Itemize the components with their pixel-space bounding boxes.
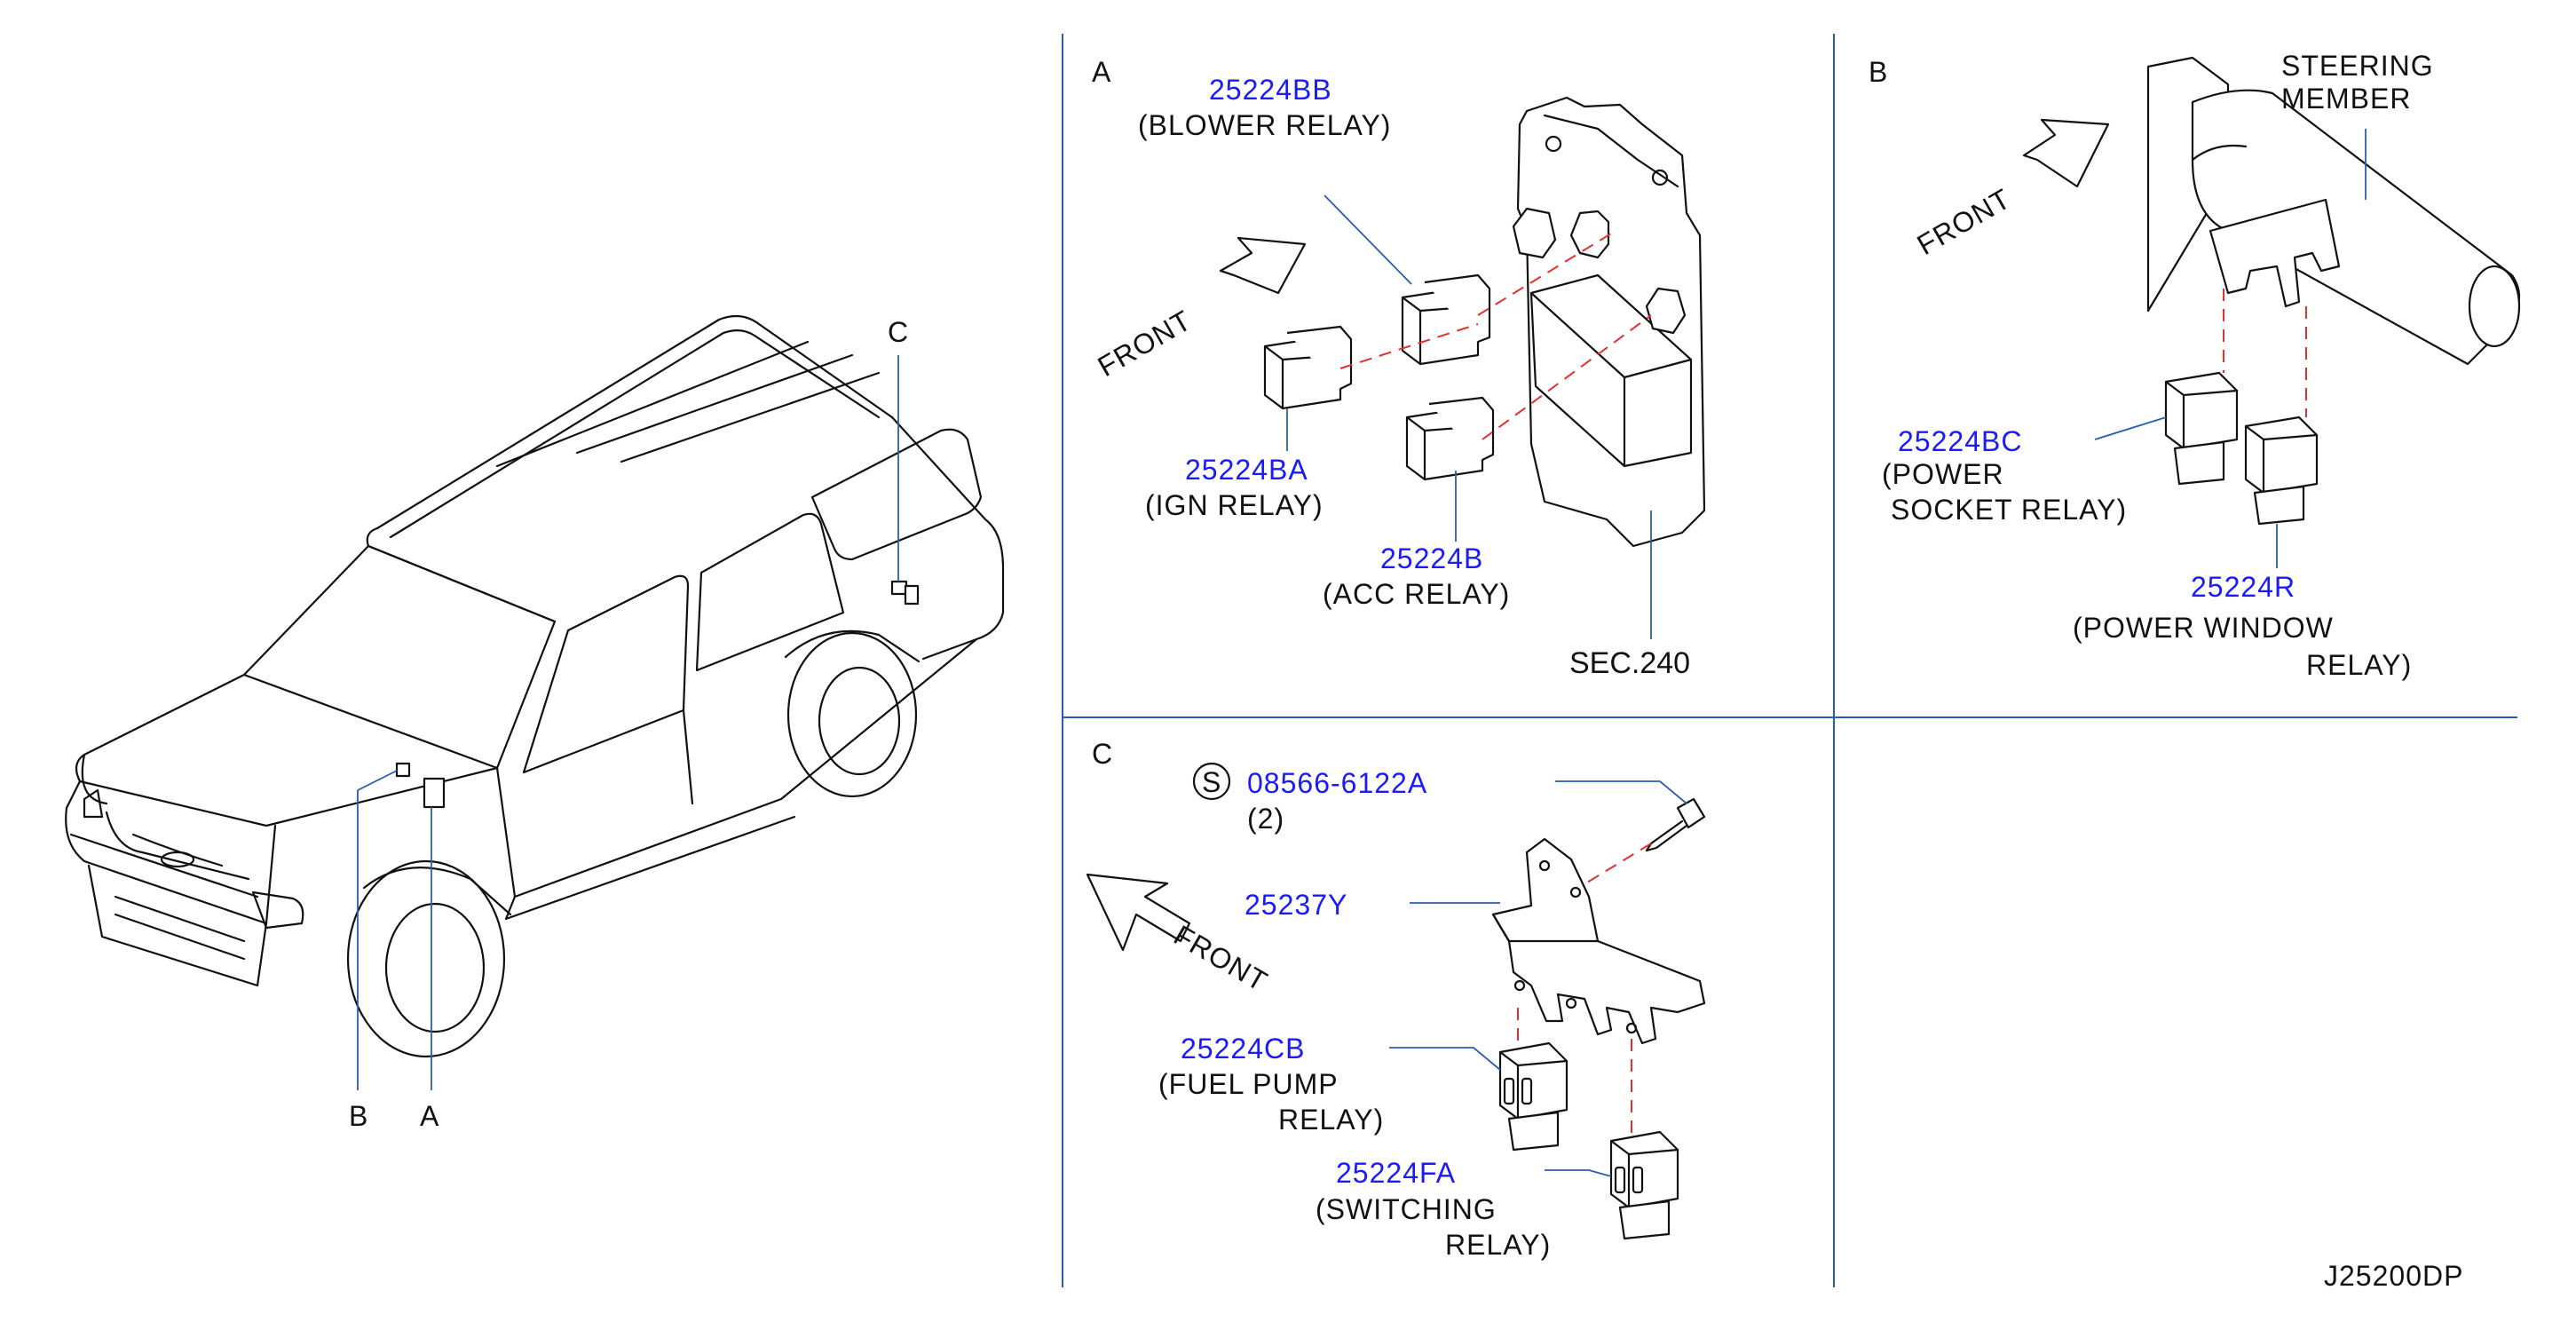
- window-relay-line1: (POWER WINDOW: [2073, 612, 2334, 644]
- section-c-panel: C FRONT S 08566-6122A (2) 25: [1086, 738, 1706, 1261]
- acc-relay-name: (ACC RELAY): [1323, 578, 1510, 610]
- sec-reference: SEC.240: [1569, 646, 1690, 680]
- switch-relay-line2: RELAY): [1445, 1229, 1551, 1261]
- section-a-front-label: FRONT: [1093, 304, 1197, 383]
- switch-relay-number: 25224FA: [1336, 1157, 1456, 1189]
- front-arrow-icon: [1086, 873, 1191, 952]
- section-b-letter: B: [1869, 56, 1888, 88]
- switch-leader: [1545, 1169, 1612, 1177]
- section-b-panel: B FRONT STEERING MEMBER 25224BC (POWER: [1869, 50, 2521, 681]
- vehicle-wheels: [346, 629, 921, 1058]
- panel-dividers: [1062, 34, 2517, 1287]
- ign-relay-number: 25224BA: [1185, 454, 1308, 486]
- blower-relay-number: 25224BB: [1209, 74, 1332, 106]
- acc-mount-line: [1482, 314, 1652, 440]
- socket-relay-line2: SOCKET RELAY): [1891, 494, 2127, 526]
- socket-relay-line1: (POWER: [1882, 458, 2004, 490]
- blower-relay-name: (BLOWER RELAY): [1138, 109, 1391, 141]
- section-a-panel: A FRONT SEC.240 2522: [1092, 56, 1706, 680]
- diagram-code: J25200DP: [2324, 1260, 2463, 1292]
- front-arrow-icon: [1219, 236, 1307, 295]
- ign-mount-line: [1339, 323, 1479, 369]
- section-a-letter: A: [1092, 56, 1111, 88]
- steering-member-icon: [2146, 56, 2521, 366]
- screw-part-number: 08566-6122A: [1247, 767, 1427, 799]
- callout-c-label: C: [888, 316, 909, 348]
- ign-relay-name: (IGN RELAY): [1145, 489, 1324, 521]
- switching-relay-icon: [1609, 1130, 1679, 1240]
- control-unit-icon: [1512, 96, 1706, 548]
- fuel-relay-line2: RELAY): [1278, 1104, 1384, 1136]
- callout-a-label: A: [420, 1100, 439, 1132]
- socket-leader: [2094, 416, 2167, 440]
- power-window-relay-icon: [2244, 416, 2319, 526]
- blower-relay-icon: [1401, 273, 1491, 366]
- section-c-letter: C: [1092, 738, 1113, 770]
- screw-symbol-icon: [1192, 762, 1231, 801]
- relay-bracket-icon: [2209, 198, 2341, 308]
- screw-quantity: (2): [1247, 803, 1284, 835]
- vehicle-body-outline: [65, 314, 1005, 987]
- fuel-pump-relay-icon: [1498, 1041, 1569, 1152]
- callout-b-label: B: [349, 1100, 368, 1132]
- fuel-relay-line1: (FUEL PUMP: [1158, 1068, 1339, 1100]
- vehicle-overview: C B A: [65, 314, 1005, 1132]
- blower-leader: [1324, 194, 1412, 285]
- relay-bracket-icon: [1491, 837, 1706, 1045]
- acc-relay-number: 25224B: [1380, 542, 1483, 574]
- front-arrow-icon: [2022, 118, 2110, 188]
- acc-relay-icon: [1405, 396, 1495, 481]
- screw-leader: [1555, 780, 1687, 804]
- window-relay-number: 25224R: [2191, 571, 2295, 603]
- screw-icon: [1645, 797, 1706, 852]
- socket-relay-number: 25224BC: [1898, 425, 2022, 457]
- fuel-leader: [1389, 1047, 1501, 1071]
- window-relay-line2: RELAY): [2306, 649, 2412, 681]
- vehicle-relay-markers: [395, 580, 920, 809]
- power-socket-relay-icon: [2164, 371, 2239, 486]
- steering-label-line2: MEMBER: [2281, 83, 2411, 115]
- screw-mount-line: [1570, 843, 1652, 893]
- switch-relay-line1: (SWITCHING: [1316, 1193, 1497, 1225]
- fuel-relay-number: 25224CB: [1181, 1033, 1305, 1065]
- section-c-front-label: FRONT: [1169, 919, 1274, 998]
- bracket-part-number: 25237Y: [1245, 889, 1347, 921]
- blower-mount-line: [1477, 230, 1616, 316]
- section-b-front-label: FRONT: [1912, 182, 2017, 261]
- vehicle-callout-leaders: [357, 355, 899, 1090]
- steering-label-line1: STEERING: [2281, 50, 2434, 82]
- screw-symbol: S: [1202, 766, 1221, 798]
- ign-relay-icon: [1263, 325, 1353, 410]
